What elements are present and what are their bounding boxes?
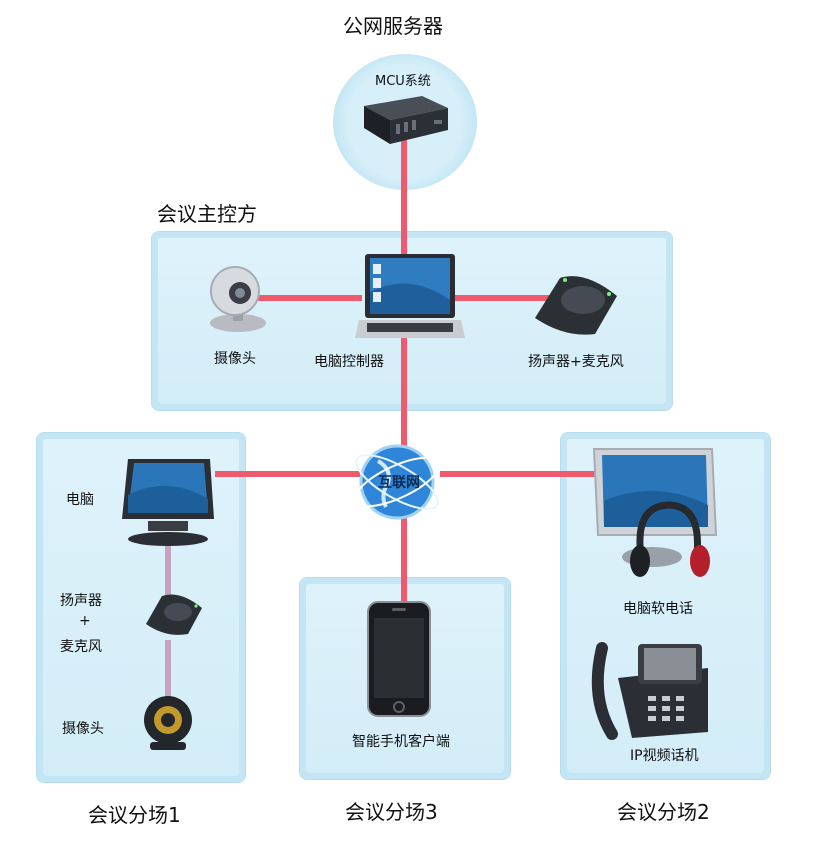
device-label-main-pc: 电脑控制器 [314,354,384,370]
device-label-b1-pc: 电脑 [66,492,94,508]
group-label-branch3: 会议分场3 [345,800,438,824]
speakerphone-icon [535,276,617,335]
group-label-branch2: 会议分场2 [617,800,710,824]
device-label-b1-speaker-line2: 麦克风 [60,639,102,655]
monitor-headset-icon [592,448,718,577]
group-label-main-control: 会议主控方 [157,202,257,226]
device-label-b1-camera: 摄像头 [62,721,104,737]
internet-globe-icon [353,444,441,520]
ip-video-phone-icon [591,642,708,740]
mcu-server-icon [364,96,448,144]
device-label-internet: 互联网 [378,475,420,491]
device-label-b3-phone: 智能手机客户端 [352,734,450,750]
monitor-icon [122,459,214,546]
device-label-main-camera: 摄像头 [214,351,256,367]
device-label-b2-ipphone: IP视频话机 [630,748,699,764]
device-label-main-speaker: 扬声器+麦克风 [528,354,624,370]
b1-speakerphone-icon [146,594,202,635]
device-label-b1-speaker-line1: 扬声器 [60,593,102,609]
smartphone-icon [367,601,431,717]
group-label-branch1: 会议分场1 [88,803,181,827]
b1-webcam-icon [144,696,192,750]
device-label-mcu: MCU系统 [375,74,431,89]
device-label-b2-softphone: 电脑软电话 [623,601,693,617]
group-label-public-server: 公网服务器 [343,14,443,38]
device-label-b1-plus: + [79,613,91,629]
webcam-icon [210,266,266,332]
laptop-icon [355,254,465,338]
